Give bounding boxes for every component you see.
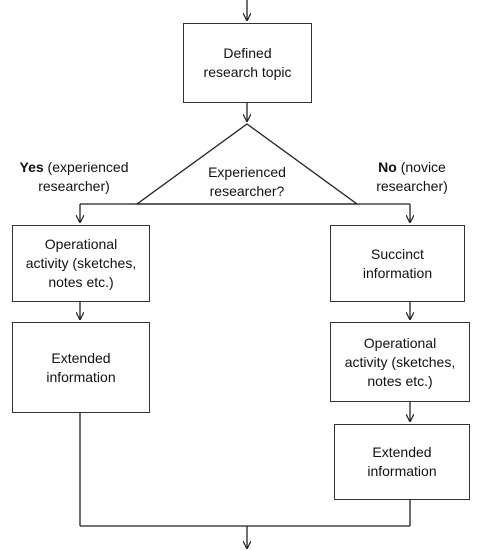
no-succinct-line2: information — [362, 264, 433, 281]
decision-line1: Experienced — [208, 164, 286, 180]
decision-line2: researcher? — [209, 183, 285, 199]
no-extended-line1: Extended — [372, 444, 432, 460]
yes-extended-line1: Extended — [51, 349, 111, 366]
yes-operational-line1: Operational — [44, 236, 118, 252]
no-extended-box: Extended information — [334, 424, 470, 500]
no-branch-label: No (novice researcher) — [350, 158, 474, 196]
yes-extended-box: Extended information — [12, 322, 150, 413]
yes-operational-line3: notes etc.) — [48, 274, 114, 290]
no-label-line1: No (novice — [350, 158, 474, 177]
no-label-line2: researcher) — [376, 178, 448, 194]
yes-branch-label: Yes (experienced researcher) — [4, 158, 144, 196]
yes-extended-line2: information — [46, 368, 116, 385]
no-operational-line3: notes etc.) — [367, 372, 433, 389]
defined-topic-box: Defined research topic — [183, 23, 312, 103]
no-operational-line2: activity (sketches, — [344, 353, 456, 370]
yes-label-bold: Yes — [19, 159, 44, 175]
no-succinct-line1: Succinct — [371, 245, 424, 262]
yes-label-line2: researcher) — [38, 178, 110, 194]
no-succinct-box: Succinct information — [330, 225, 465, 302]
yes-operational-box: Operational activity (sketches, notes et… — [12, 225, 150, 302]
no-operational-line1: Operational — [363, 334, 437, 351]
no-extended-line2: information — [367, 463, 437, 479]
defined-topic-line1: Defined — [223, 45, 272, 61]
defined-topic-line2: research topic — [203, 64, 292, 80]
no-label-rest: (novice — [400, 159, 446, 175]
decision-label: Experienced researcher? — [190, 163, 304, 201]
no-label-bold: No — [378, 159, 397, 175]
yes-label-rest: (experienced — [47, 159, 129, 175]
yes-label-line1: Yes (experienced — [4, 158, 144, 177]
yes-operational-line2: activity (sketches, — [25, 255, 137, 271]
no-operational-box: Operational activity (sketches, notes et… — [330, 322, 470, 402]
